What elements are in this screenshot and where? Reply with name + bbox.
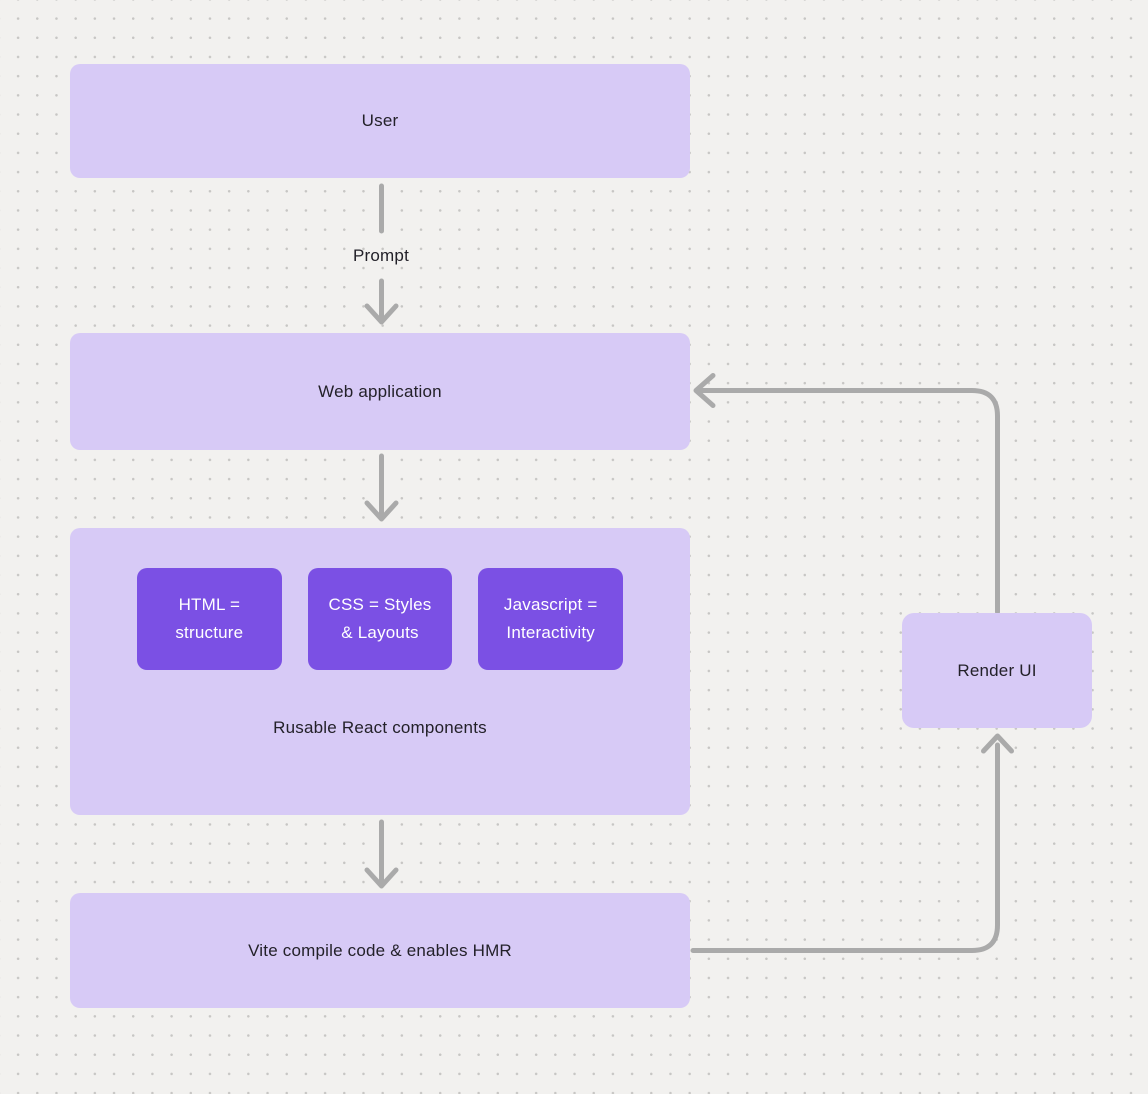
edge-vite-to-render-ui: [690, 733, 1014, 953]
node-components-group[interactable]: HTML = structure CSS = Styles & Layouts …: [70, 528, 690, 815]
edge-label-prompt: Prompt: [353, 246, 409, 265]
edge-components-to-vite: [364, 819, 399, 889]
node-html[interactable]: HTML = structure: [137, 568, 282, 670]
components-row: HTML = structure CSS = Styles & Layouts …: [137, 568, 624, 670]
components-group-caption: Rusable React components: [273, 718, 487, 737]
node-user-label: User: [361, 111, 399, 130]
node-javascript[interactable]: Javascript = Interactivity: [478, 568, 624, 670]
node-css-label-line2: & Layouts: [341, 623, 419, 642]
node-vite-label: Vite compile code & enables HMR: [248, 940, 512, 960]
node-javascript-label-line2: Interactivity: [506, 623, 595, 642]
edge-line: [699, 388, 1000, 615]
arrowhead-down-icon: [364, 867, 399, 889]
arrowhead-down-icon: [364, 303, 399, 325]
node-javascript-label-line1: Javascript =: [503, 595, 598, 614]
node-html-label-line1: HTML =: [178, 595, 241, 614]
node-html-label-line2: structure: [175, 623, 244, 642]
node-css[interactable]: CSS = Styles & Layouts: [307, 568, 453, 670]
node-web-application[interactable]: Web application: [70, 333, 690, 450]
edge-render-ui-to-webapp: [693, 373, 1000, 615]
arrowhead-down-icon: [364, 500, 399, 522]
node-vite[interactable]: Vite compile code & enables HMR: [70, 893, 690, 1008]
node-user[interactable]: User: [70, 64, 690, 178]
node-css-label-line1: CSS = Styles: [328, 595, 432, 614]
node-render-ui-label: Render UI: [957, 660, 1037, 680]
node-web-application-label: Web application: [318, 381, 442, 401]
edge-webapp-to-components: [364, 453, 399, 522]
arrowhead-up-icon: [981, 733, 1014, 754]
node-render-ui[interactable]: Render UI: [902, 613, 1092, 728]
edge-line: [690, 742, 1000, 953]
arrowhead-left-icon: [693, 373, 716, 408]
